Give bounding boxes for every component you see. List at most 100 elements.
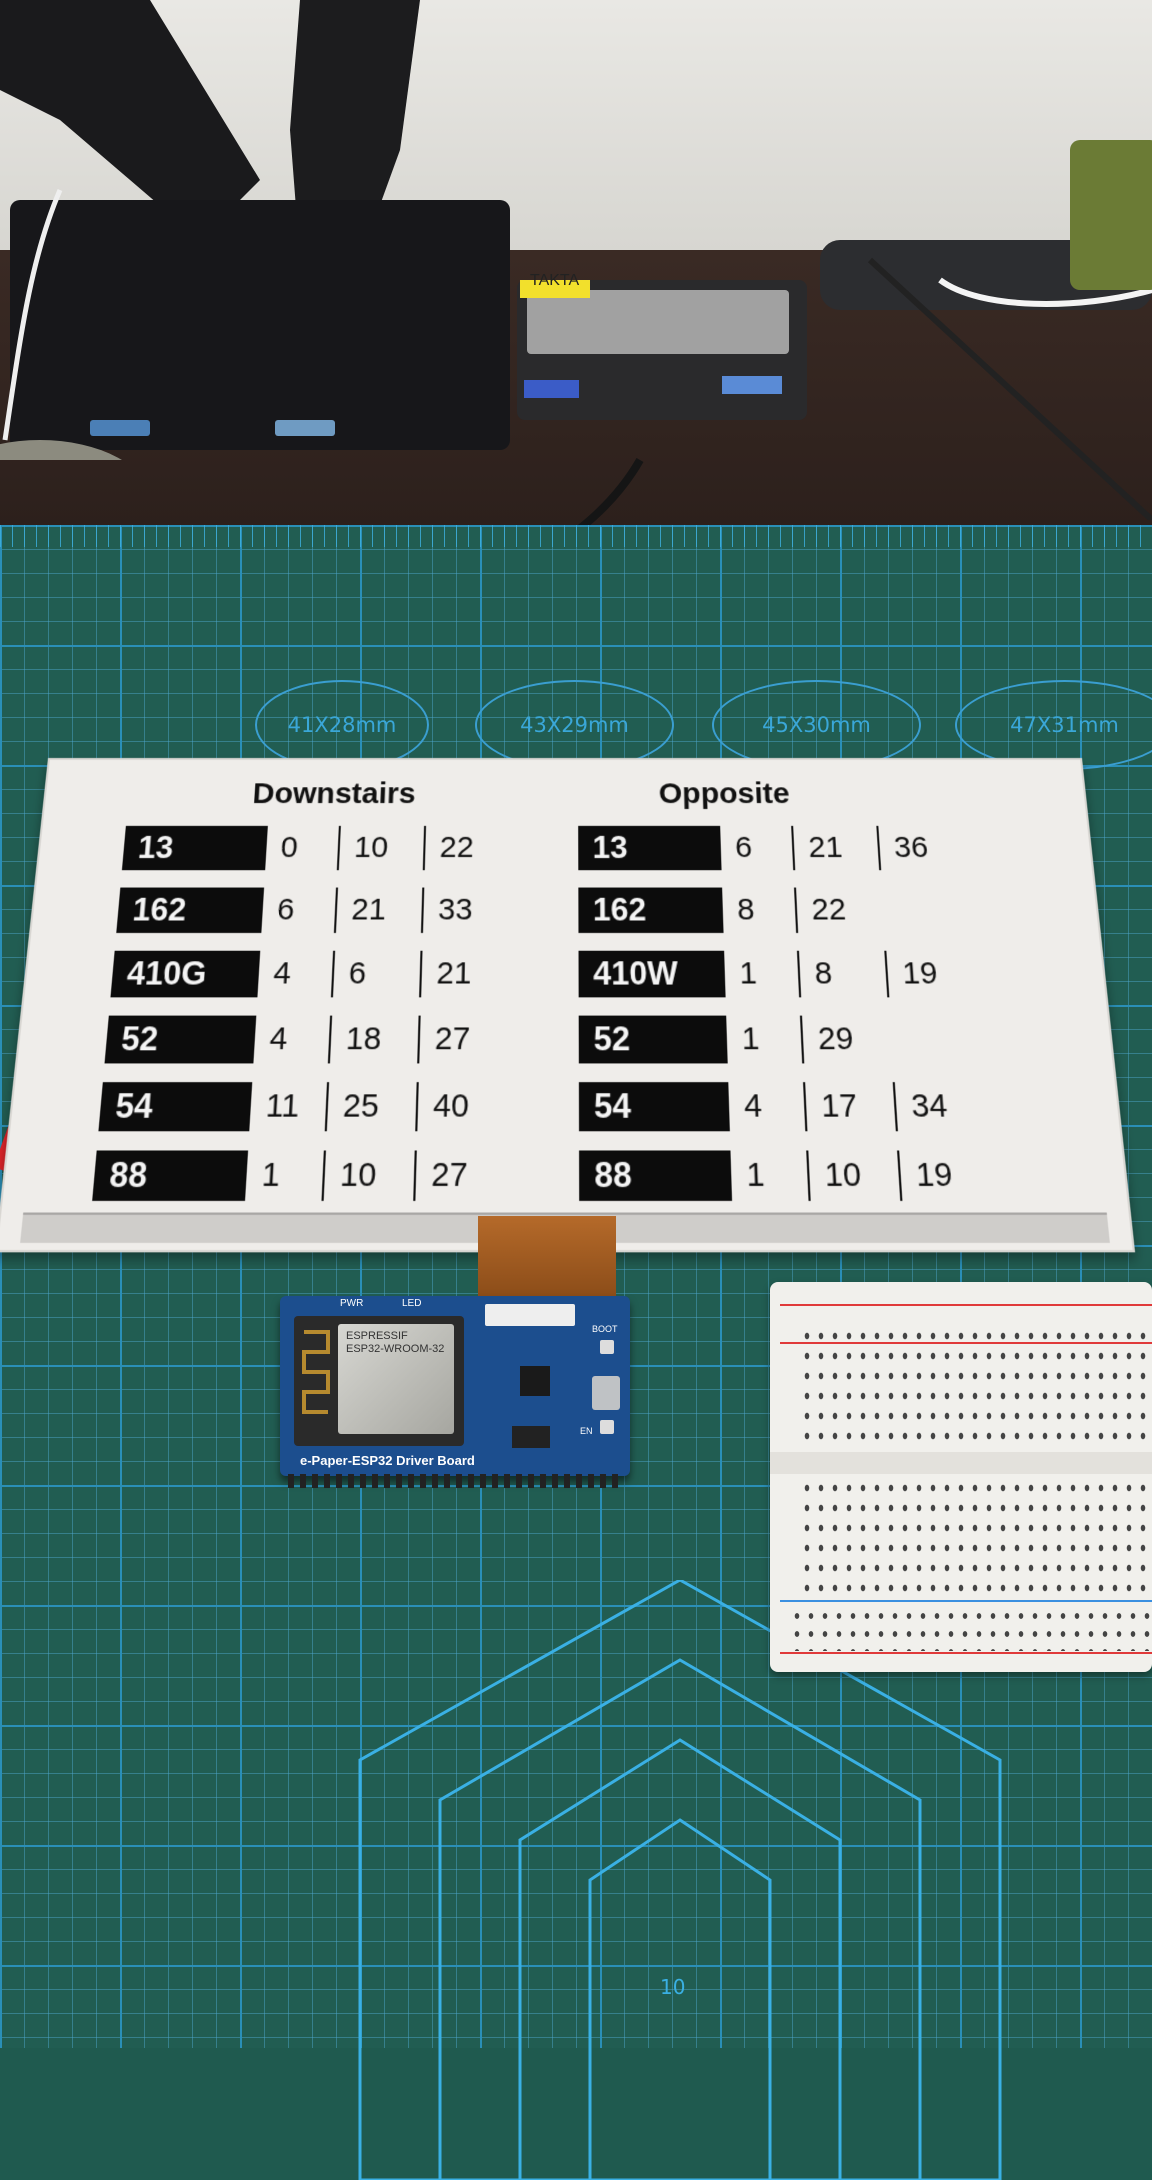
mat-label: 43X29mm	[475, 680, 674, 770]
bus-row: 52 1 29	[579, 1006, 1080, 1072]
esp32-driver-board: ESPRESSIF ESP32-WROOM-32 PWR LED BOOT EN…	[280, 1296, 630, 1476]
header-pins	[288, 1474, 622, 1488]
module-text: ESPRESSIF ESP32-WROOM-32	[346, 1330, 444, 1356]
bus-row: 162 6 21 33	[116, 878, 604, 941]
downstairs-title: Downstairs	[252, 777, 417, 810]
mat-ruler	[0, 525, 1152, 547]
route-label: 410G	[111, 950, 261, 997]
epaper-display: Downstairs Opposite 13 0 10 22 162 6 21 …	[0, 758, 1135, 1252]
bus-row: 54 4 17 34	[579, 1072, 1087, 1140]
route-label: 54	[579, 1082, 730, 1131]
arrival-time: 4	[728, 1082, 805, 1131]
monitor-arm-base	[0, 0, 520, 460]
route-label: 13	[578, 825, 721, 869]
bus-row: 410W 1 8 19	[578, 941, 1072, 1006]
arrival-time: 19	[897, 1150, 992, 1200]
route-label: 52	[579, 1015, 728, 1063]
arrival-time: 22	[423, 825, 509, 869]
arrival-time: 29	[800, 1015, 892, 1063]
mat-label: 45X30mm	[712, 680, 921, 770]
route-label: 88	[92, 1150, 248, 1200]
arrival-time: 0	[265, 825, 339, 869]
boot-label: BOOT	[592, 1324, 618, 1334]
bus-row: 162 8 22	[578, 878, 1066, 941]
arrival-time: 34	[893, 1082, 987, 1131]
rail-line-red	[780, 1304, 1152, 1306]
route-label: 162	[116, 887, 264, 932]
opposite-board: 13 6 21 36 162 8 22 410W 1 8 19 52 1 29 …	[578, 817, 1093, 1210]
arrival-time: 21	[791, 825, 879, 869]
arrival-time: 4	[257, 950, 333, 997]
breadboard	[770, 1282, 1152, 1672]
bus-row: 88 1 10 27	[91, 1140, 605, 1210]
arrival-time: 17	[803, 1082, 896, 1131]
usb-hub: TAKTA	[512, 280, 812, 430]
arrival-time: 10	[322, 1150, 415, 1200]
power-strip	[820, 140, 1152, 520]
terminal-strip-top	[800, 1326, 1152, 1444]
arrival-time: 11	[249, 1082, 327, 1131]
opposite-title: Opposite	[658, 777, 790, 810]
module-brand: ESPRESSIF	[346, 1330, 444, 1343]
bus-row: 54 11 25 40	[98, 1072, 605, 1140]
antenna-icon	[296, 1322, 336, 1442]
arrival-time: 36	[876, 825, 965, 869]
arrival-time: 10	[337, 825, 424, 869]
arrival-time: 6	[331, 950, 421, 997]
arrival-time: 21	[419, 950, 508, 997]
arrival-time: 1	[726, 1015, 802, 1063]
downstairs-board: 13 0 10 22 162 6 21 33 410G 4 6 21 52 4 …	[91, 817, 605, 1210]
mat-label: 41X28mm	[255, 680, 429, 770]
arrival-time: 6	[720, 825, 793, 869]
pwr-label: PWR	[340, 1298, 363, 1309]
dip-switch	[512, 1426, 550, 1448]
arrival-time: 19	[884, 950, 975, 997]
bus-row: 13 6 21 36	[578, 817, 1060, 878]
rail-line-blue	[780, 1600, 1152, 1602]
arrival-time: 8	[797, 950, 887, 997]
driver-chip	[520, 1366, 550, 1396]
route-label: 410W	[579, 950, 726, 997]
bus-row: 410G 4 6 21	[110, 941, 604, 1006]
terminal-strip-bottom	[800, 1478, 1152, 1596]
power-rail-bottom	[790, 1607, 1152, 1651]
arrival-time: 1	[724, 950, 799, 997]
arrival-time: 27	[417, 1015, 507, 1063]
bus-row: 52 4 18 27	[104, 1006, 605, 1072]
rail-line-red	[780, 1652, 1152, 1654]
arrival-time: 33	[421, 887, 509, 932]
mat-number: 10	[660, 1975, 685, 1999]
en-label: EN	[580, 1426, 593, 1436]
route-label: 162	[578, 887, 723, 932]
arrival-time: 1	[730, 1150, 808, 1200]
route-label: 13	[122, 825, 268, 869]
arrival-time: 18	[328, 1015, 419, 1063]
reset-button	[600, 1420, 614, 1434]
arrival-time: 21	[334, 887, 422, 932]
route-label: 52	[105, 1015, 257, 1063]
arrival-time: 40	[415, 1082, 506, 1131]
arrival-time: 6	[261, 887, 336, 932]
arrival-time: 10	[806, 1150, 900, 1200]
micro-usb-port	[592, 1376, 620, 1410]
boot-button	[600, 1340, 614, 1354]
bus-row: 13 0 10 22	[121, 817, 603, 878]
route-label: 88	[579, 1150, 732, 1200]
arrival-time: 22	[794, 887, 883, 932]
arrival-time: 8	[722, 887, 796, 932]
arrival-time: 27	[413, 1150, 505, 1200]
esp32-module: ESPRESSIF ESP32-WROOM-32	[294, 1316, 464, 1446]
center-channel	[770, 1452, 1152, 1474]
arrival-time: 4	[253, 1015, 330, 1063]
arrival-time	[888, 1015, 980, 1063]
flex-cable	[478, 1216, 616, 1296]
fpc-connector	[485, 1304, 575, 1326]
arrival-time	[880, 887, 970, 932]
bus-row: 88 1 10 19	[579, 1140, 1093, 1210]
route-label: 54	[98, 1082, 252, 1131]
arrival-time: 25	[325, 1082, 417, 1131]
board-label: e-Paper-ESP32 Driver Board	[300, 1453, 475, 1468]
arrival-time: 1	[245, 1150, 324, 1200]
hub-sticker-label: TAKTA	[530, 272, 579, 290]
led-label: LED	[402, 1298, 421, 1309]
